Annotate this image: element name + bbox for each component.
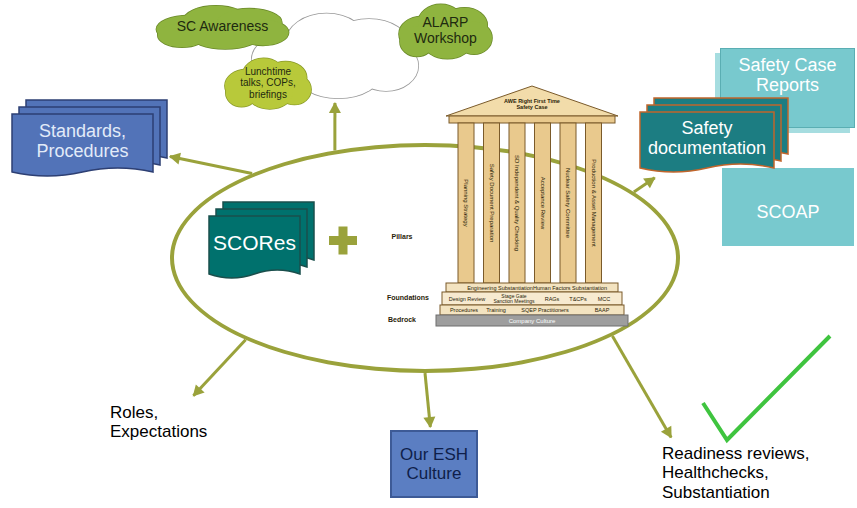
arrow-connector <box>170 157 252 174</box>
pillar-label: Planning Strategy <box>463 128 470 278</box>
node-text: Lunchtime talks, COPs, briefings <box>235 66 301 100</box>
node-text: SCOAP <box>756 202 819 222</box>
arrow-connector <box>425 373 430 427</box>
temple-label: Foundations <box>383 294 433 302</box>
scoap-box: SCOAP <box>722 168 854 246</box>
pillar-label: Nuclear Safety Committee <box>565 128 572 278</box>
node-text: ALARP Workshop <box>411 15 481 46</box>
temple-label: Company Culture <box>492 317 572 324</box>
pillar-label: Safety Document Preparation <box>488 128 495 278</box>
node-text: Standards, Procedures <box>16 121 149 161</box>
text-area: ALARP Workshop <box>398 2 493 60</box>
culture-box: Our ESH Culture <box>390 430 478 498</box>
temple-label: MCC <box>592 295 616 301</box>
node-text: Safety documentation <box>644 118 770 158</box>
pillar-label: Production & Asset Management <box>590 128 597 278</box>
text-area: Readiness reviews, Healthchecks, Substan… <box>662 440 842 506</box>
central-ellipse: SCORes <box>170 143 680 373</box>
temple-label: Pillars <box>382 233 422 241</box>
temple-label: Human Factors Substantiation <box>530 284 610 290</box>
safety-documentation-stack: Safety documentation <box>640 98 788 176</box>
arrow-connector <box>634 178 655 192</box>
temple-label: Training <box>481 307 511 313</box>
node-text: Our ESH Culture <box>396 445 472 483</box>
node-text: Safety Case Reports <box>725 55 850 95</box>
node-text: Readiness reviews, Healthchecks, Substan… <box>662 444 842 501</box>
roles-text: Roles, Expectations <box>110 398 228 446</box>
talks-cloud: Lunchtime talks, COPs, briefings <box>224 56 312 110</box>
text-area: SC Awareness <box>155 4 290 50</box>
pillar-label: Acceptance Review <box>539 128 546 278</box>
node-text: Roles, Expectations <box>110 403 228 441</box>
text-area: Roles, Expectations <box>110 398 228 446</box>
readiness-text: Readiness reviews, Healthchecks, Substan… <box>662 440 842 506</box>
temple-label: T&CPs <box>566 295 590 301</box>
plus-sign <box>329 227 357 255</box>
awareness-cloud: SC Awareness <box>155 4 290 50</box>
workshop-cloud: ALARP Workshop <box>398 2 493 60</box>
text-area: Standards, Procedures <box>12 114 153 168</box>
temple-label: RAGs <box>540 295 564 301</box>
standards-document-stack: Standards, Procedures <box>12 100 167 180</box>
temple-label: Engineering Substantiation <box>460 284 540 290</box>
temple-label: AWE Right First Time Safety Case <box>504 98 560 110</box>
text-area: Our ESH Culture <box>392 432 476 496</box>
text-area: Safety documentation <box>640 112 774 164</box>
text-area: SCORes <box>209 216 300 270</box>
text-area: SCOAP <box>724 170 852 244</box>
arrow-connector <box>612 336 671 437</box>
pillar-label: SD Independent & Quality Checking <box>514 128 521 278</box>
temple-label: Design Review <box>447 295 487 301</box>
temple-label: SQEP Practitioners <box>515 307 575 313</box>
scores-document-stack: SCORes <box>209 202 314 282</box>
text-area: Lunchtime talks, COPs, briefings <box>224 56 312 110</box>
check-mark <box>703 336 830 440</box>
node-text: SCORes <box>213 231 296 255</box>
temple-label: Procedures <box>446 307 482 313</box>
arrow-connector <box>333 103 336 150</box>
temple-label: Stage Gate Sanction Meetings <box>492 293 536 304</box>
node-text: SC Awareness <box>177 19 269 35</box>
arrow-connector <box>193 340 245 396</box>
temple-label: BAAP <box>587 307 617 313</box>
temple-label: Bedrock <box>382 316 422 324</box>
